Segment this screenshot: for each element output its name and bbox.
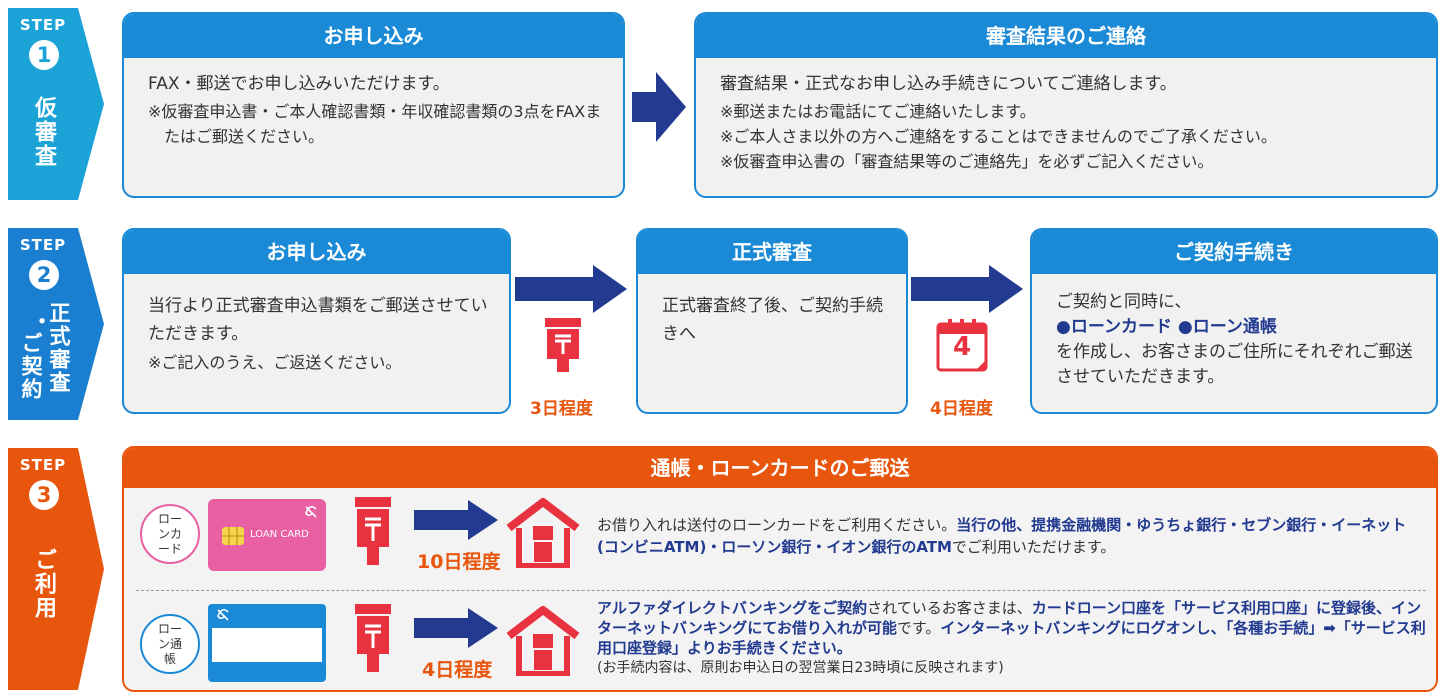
step2-apply-box: お申し込み 当行より正式審査申込書類をご郵送させていただきます。 ※ご記入のうえ…	[122, 228, 511, 414]
postbox-icon	[545, 318, 581, 372]
step3-vertical-label: ご利用	[31, 548, 56, 620]
step1-label: STEP	[19, 16, 67, 34]
step2-contract-line-1: ご契約と同時に、	[1056, 292, 1192, 312]
house-icon	[506, 606, 580, 676]
loan-card-text: LOAN CARD	[250, 529, 309, 540]
step3-row2-note: (お手続内容は、原則お申込日の翌営業日23時頃に反映されます)	[597, 660, 1004, 676]
step1-tab: STEP 1 仮審査	[8, 8, 104, 200]
step1-number: 1	[29, 40, 59, 70]
loan-card-image: LOAN CARD	[208, 499, 326, 571]
step1-apply-box: お申し込み FAX・郵送でお申し込みいただけます。 ※仮審査申込書・ご本人確認書…	[122, 12, 625, 198]
step2-contract-box: ご契約手続き ご契約と同時に、 ●ローンカード ●ローン通帳 を作成し、お客さま…	[1030, 228, 1438, 414]
step2-vertical-label-1: 正式審査	[47, 302, 71, 394]
step3-box: 通帳・ローンカードのご郵送	[122, 446, 1438, 692]
bank-logo-icon	[305, 505, 317, 518]
step1-result-title: 審査結果のご連絡	[696, 14, 1436, 58]
step2-number: 2	[29, 260, 59, 290]
step1-arrow-icon	[632, 72, 686, 142]
step2-review-title: 正式審査	[638, 230, 906, 274]
step3-row1-days: 10日程度	[417, 551, 501, 573]
step1-apply-note: ※仮審査申込書・ご本人確認書類・年収確認書類の3点をFAXまたはご郵送ください。	[148, 102, 602, 146]
step2-review-box: 正式審査 正式審査終了後、ご契約手続きへ	[636, 228, 908, 414]
postbox-icon	[355, 604, 391, 672]
step3-arrow-2-icon	[414, 608, 498, 648]
calendar-number: 4	[952, 332, 972, 362]
step1-result-line: 審査結果・正式なお申し込み手続きについてご連絡します。	[720, 74, 1177, 94]
step2-arrow-1-days: 3日程度	[530, 399, 593, 419]
step2-apply-note: ※ご記入のうえ、ご返送ください。	[148, 353, 402, 372]
step2-apply-line: 当行より正式審査申込書類をご郵送させていただきます。	[148, 296, 488, 344]
step1-vertical-label: 仮審査	[31, 96, 56, 168]
step2-contract-title: ご契約手続き	[1032, 230, 1436, 274]
loan-passbook-label: ローン通帳	[140, 614, 200, 674]
step2-arrow-2-icon	[911, 265, 1023, 313]
step2-contract-line-2: を作成し、お客さまのご住所にそれぞれご郵送させていただきます。	[1056, 342, 1413, 387]
step3-row2-days: 4日程度	[422, 659, 493, 681]
step3-arrow-1-icon	[414, 500, 498, 540]
calendar-icon	[936, 319, 988, 372]
step2-label: STEP	[19, 236, 67, 254]
step2-apply-title: お申し込み	[124, 230, 509, 274]
step3-label: STEP	[19, 456, 67, 474]
loan-card-label: ローンカード	[140, 504, 200, 564]
step1-result-note-1: ※郵送またはお電話にてご連絡いたします。	[720, 102, 1036, 121]
step1-apply-line: FAX・郵送でお申し込みいただけます。	[148, 74, 450, 94]
step2-vertical-label-2: ・	[29, 310, 53, 333]
step3-tab: STEP 3 ご利用	[8, 448, 104, 690]
step1-result-box: 審査結果のご連絡 審査結果・正式なお申し込み手続きについてご連絡します。 ※郵送…	[694, 12, 1438, 198]
step2-tab: STEP 2 正式審査 ・ ご契約	[8, 228, 104, 420]
step1-result-note-2: ※ご本人さま以外の方へご連絡をすることはできませんのでご了承ください。	[720, 127, 1277, 146]
step3-title: 通帳・ローンカードのご郵送	[124, 448, 1436, 488]
postbox-icon	[355, 497, 391, 565]
step3-number: 3	[29, 480, 59, 510]
step2-contract-items: ●ローンカード ●ローン通帳	[1056, 317, 1277, 337]
row-divider	[136, 590, 1426, 591]
loan-passbook-image	[208, 604, 326, 682]
house-icon	[506, 498, 580, 568]
step1-result-note-3: ※仮審査申込書の「審査結果等のご連絡先」を必ずご記入ください。	[720, 152, 1214, 171]
step3-row2-text: アルファダイレクトバンキングをご契約されているお客さまは、カードローン口座を「サ…	[597, 598, 1429, 678]
step2-arrow-2-days: 4日程度	[930, 399, 993, 419]
bank-logo-icon	[217, 608, 229, 621]
step3-row1-text: お借り入れは送付のローンカードをご利用ください。当行の他、提携金融機関・ゆうちょ…	[597, 516, 1407, 556]
step2-review-line: 正式審査終了後、ご契約手続きへ	[662, 296, 883, 344]
step2-arrow-1-icon	[515, 265, 627, 313]
step2-vertical-label-3: ご契約	[19, 332, 43, 401]
step1-apply-title: お申し込み	[124, 14, 623, 58]
ic-chip-icon	[222, 527, 244, 545]
